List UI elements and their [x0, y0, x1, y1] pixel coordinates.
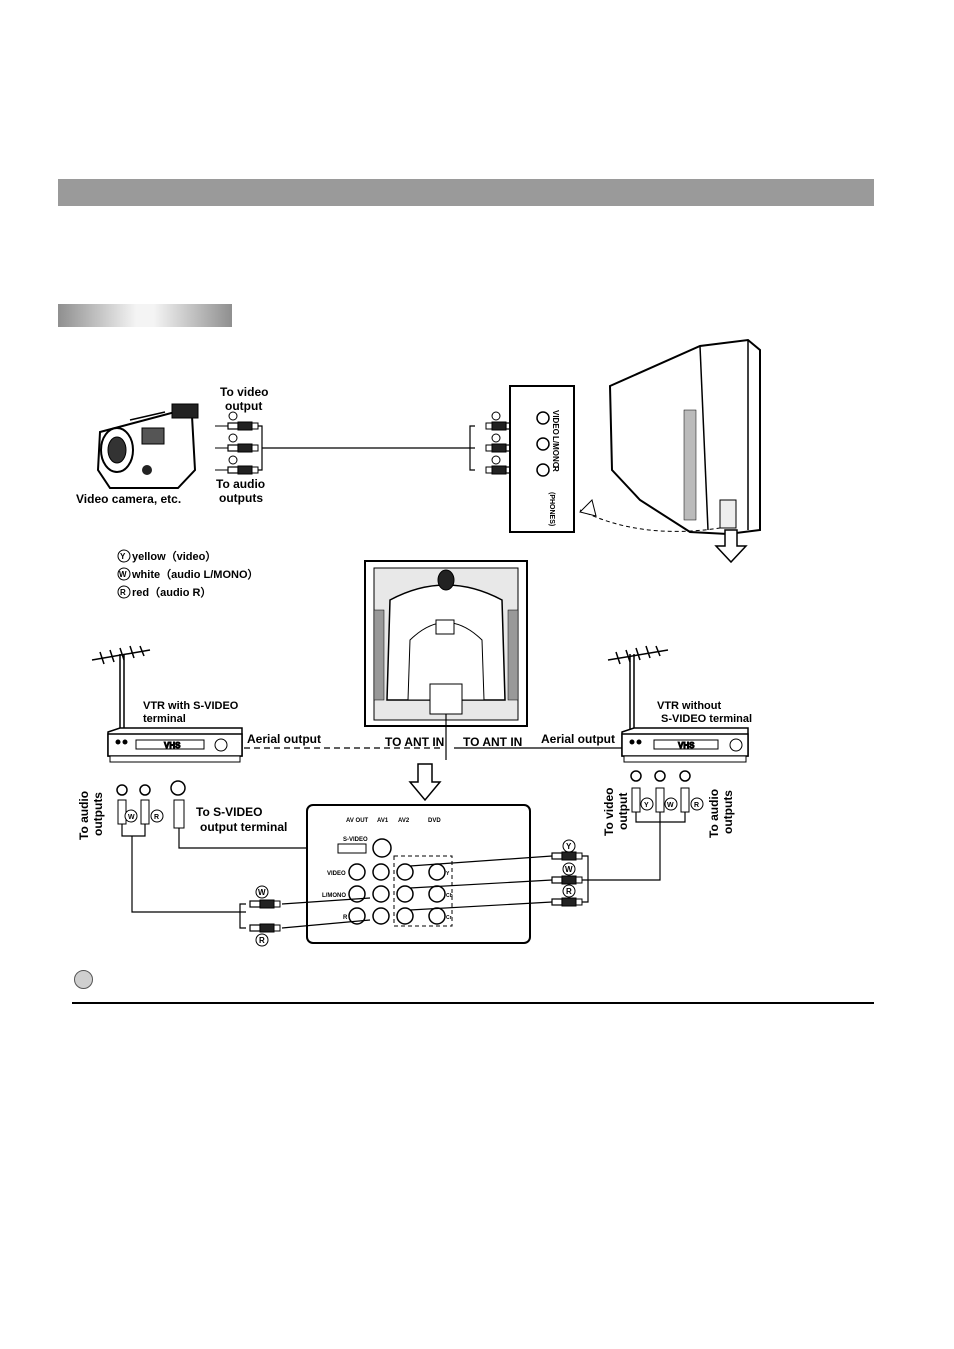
to-audio-outputs-label-2: outputs: [219, 491, 263, 505]
output-right-label: output: [616, 793, 630, 830]
legend-red-label: red（audio R）: [132, 586, 211, 599]
to-svideo-label-1: To S-VIDEO: [196, 805, 262, 819]
left-audio-cables: [239, 885, 371, 947]
jack-dvd-label: DVD: [428, 818, 441, 824]
tv-rear-view-icon: [364, 560, 528, 727]
vtr-without-label-2: S-VIDEO terminal: [661, 713, 752, 725]
to-video-output-label-2: output: [225, 399, 262, 413]
tv-side-view-icon: [579, 338, 761, 564]
outputs-right-label: outputs: [721, 790, 735, 834]
down-arrow-icon: [408, 763, 442, 802]
antenna-left-icon: [91, 645, 151, 735]
front-av-panel: VIDEO L/MONO R (PHONES): [509, 385, 575, 533]
vtr-with-label-2: terminal: [143, 713, 186, 725]
video-camera-label: Video camera, etc.: [76, 492, 181, 506]
vtr-without-label-1: VTR without: [657, 700, 721, 712]
right-av-cables: [409, 839, 589, 911]
to-video-right-label: To video: [602, 788, 616, 836]
jack-av-out-label: AV OUT: [346, 818, 369, 824]
jack-cb-mark: Cb: [446, 893, 453, 899]
video-camera-icon: [96, 403, 199, 489]
left-audio-w-badge: W: [258, 888, 266, 897]
jack-av2-label: AV2: [398, 818, 410, 824]
legend-w-badge: W: [119, 570, 127, 579]
left-audio-r-badge: R: [259, 936, 265, 945]
to-ant-in-right-label: TO ANT IN: [463, 735, 522, 749]
to-video-output-label-1: To video: [220, 385, 268, 399]
antenna-right-icon: [607, 645, 669, 735]
left-vcr-output-jacks: [116, 780, 336, 913]
legend-y-badge: Y: [120, 552, 126, 561]
legend-r-badge: R: [120, 588, 126, 597]
right-cable-y-badge: Y: [566, 842, 572, 851]
right-vcr-r-badge: R: [694, 802, 699, 809]
aerial-output-right-label: Aerial output: [541, 732, 615, 746]
vcr-with-svideo-icon: VHS: [107, 727, 243, 763]
legend-white-label: white（audio L/MONO）: [131, 568, 259, 581]
side-panel-video-label: VIDEO: [551, 410, 560, 435]
right-vcr-y-badge: Y: [644, 802, 649, 809]
jack-lmono-label: L/MONO: [322, 893, 346, 899]
jack-cr-mark: Cr: [446, 915, 452, 921]
side-panel-lmono-label: L/MONO: [551, 436, 560, 468]
aerial-output-left-label: Aerial output: [247, 732, 321, 746]
outputs-left-label: outputs: [91, 792, 105, 836]
to-audio-left-label: To audio: [77, 791, 91, 840]
left-vcr-w-badge: W: [128, 814, 135, 821]
right-cable-r-badge: R: [566, 887, 572, 896]
jack-svideo-label: S-VIDEO: [343, 837, 368, 843]
left-vcr-r-badge: R: [154, 814, 159, 821]
to-ant-in-left-label: TO ANT IN: [385, 735, 444, 749]
jack-y-mark: Y: [446, 871, 450, 877]
subsection-title-bar: [58, 304, 232, 327]
right-vcr-w-badge: W: [667, 802, 674, 809]
jack-video-label: VIDEO: [327, 871, 346, 877]
color-legend: Y yellow（video） W white（audio L/MONO） R …: [117, 549, 259, 599]
vhs-label-right: VHS: [678, 741, 695, 750]
camera-cable-group: [215, 411, 517, 475]
right-cable-w-badge: W: [565, 865, 573, 874]
vtr-with-label-1: VTR with S-VIDEO: [143, 700, 239, 712]
legend-yellow-label: yellow（video）: [132, 550, 216, 563]
to-audio-outputs-label-1: To audio: [216, 477, 265, 491]
section-divider: [72, 1002, 874, 1004]
to-svideo-label-2: output terminal: [200, 820, 287, 834]
section-title-bar: [58, 179, 874, 206]
vcr-without-svideo-icon: VHS: [621, 727, 749, 763]
jack-av1-label: AV1: [377, 818, 389, 824]
side-panel-phones-label: (PHONES): [548, 492, 555, 526]
side-panel-r-label: R: [551, 466, 560, 472]
jack-r-label: R: [343, 915, 348, 921]
to-audio-right-label: To audio: [707, 789, 721, 838]
aerial-cables: [244, 714, 622, 760]
note-marker-icon: [74, 970, 93, 989]
rear-jack-panel: [306, 804, 531, 944]
vhs-label-left: VHS: [164, 741, 181, 750]
right-vcr-output-jacks: [580, 770, 704, 881]
